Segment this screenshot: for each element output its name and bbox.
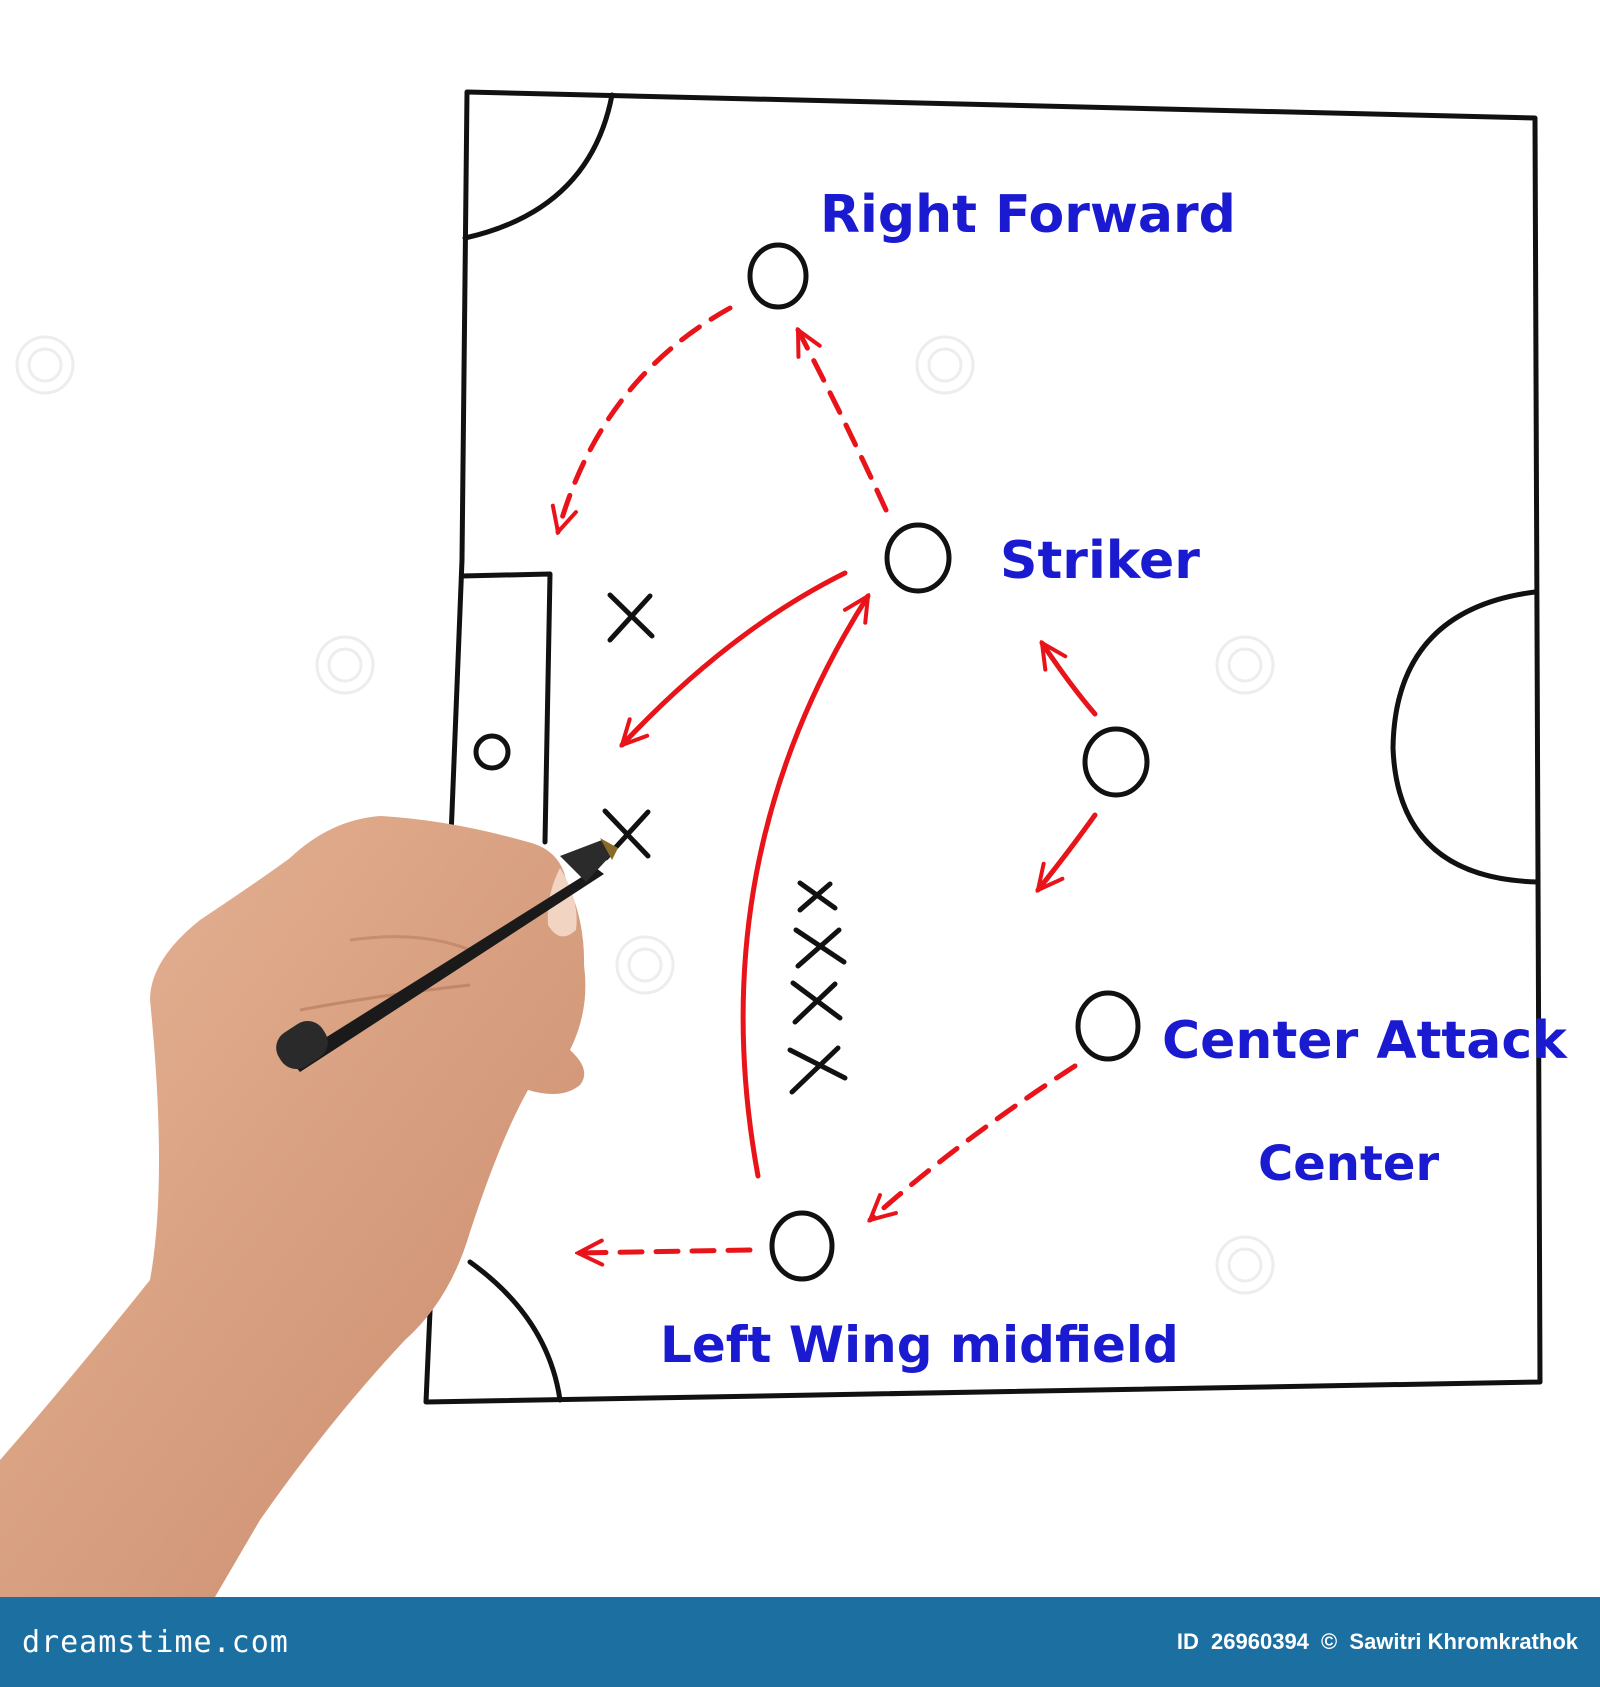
player-striker bbox=[884, 522, 952, 594]
player-left-wing bbox=[769, 1210, 835, 1282]
arrow-pass bbox=[795, 330, 889, 513]
id-number: 26960394 bbox=[1211, 1629, 1309, 1654]
arrow-pass bbox=[870, 1063, 1078, 1220]
arrow-run bbox=[740, 596, 871, 1179]
opponent-markers bbox=[602, 592, 848, 1095]
center-circle-half bbox=[1390, 589, 1540, 885]
opponent-x bbox=[797, 880, 838, 913]
arrow-move bbox=[1038, 812, 1098, 890]
corner-arc-top bbox=[462, 92, 615, 241]
player-markers bbox=[747, 242, 1150, 1282]
brand-logo[interactable]: dreamstime.com bbox=[22, 1624, 289, 1660]
image-credit: ID 26960394 © Sawitri Khromkrathok bbox=[1171, 1629, 1578, 1655]
opponent-x bbox=[790, 980, 843, 1025]
penalty-spot bbox=[473, 733, 511, 771]
arrow-move bbox=[1039, 643, 1098, 717]
hand-with-marker-icon bbox=[0, 816, 618, 1597]
arrow-pass bbox=[558, 305, 733, 532]
label-left-wing-midfield: Left Wing midfield bbox=[660, 1316, 1179, 1374]
player-midfield bbox=[1082, 726, 1150, 798]
play-arrows bbox=[558, 305, 1098, 1253]
tactics-board: Right Forward Striker Center Attack Cent… bbox=[0, 89, 1568, 1597]
copyright-symbol: © bbox=[1321, 1629, 1338, 1654]
goal-box bbox=[459, 571, 553, 845]
id-label: ID bbox=[1176, 1629, 1199, 1654]
stock-footer: dreamstime.com ID 26960394 © Sawitri Khr… bbox=[0, 1597, 1600, 1687]
pitch-boundary bbox=[423, 89, 1543, 1405]
author-name[interactable]: Sawitri Khromkrathok bbox=[1349, 1629, 1578, 1654]
label-right-forward: Right Forward bbox=[820, 185, 1236, 245]
arrow-run bbox=[622, 570, 848, 745]
label-center-attack: Center Attack bbox=[1162, 1011, 1568, 1071]
pitch-lines bbox=[423, 89, 1543, 1405]
opponent-x bbox=[787, 1045, 848, 1095]
player-right-forward bbox=[747, 242, 809, 310]
player-center-attack bbox=[1075, 990, 1141, 1062]
opponent-x bbox=[607, 592, 655, 643]
corner-arc-bottom bbox=[467, 1259, 563, 1403]
arrow-pass bbox=[578, 1250, 753, 1253]
label-center: Center bbox=[1258, 1136, 1439, 1192]
opponent-x bbox=[793, 927, 847, 969]
label-striker: Striker bbox=[1000, 531, 1200, 591]
